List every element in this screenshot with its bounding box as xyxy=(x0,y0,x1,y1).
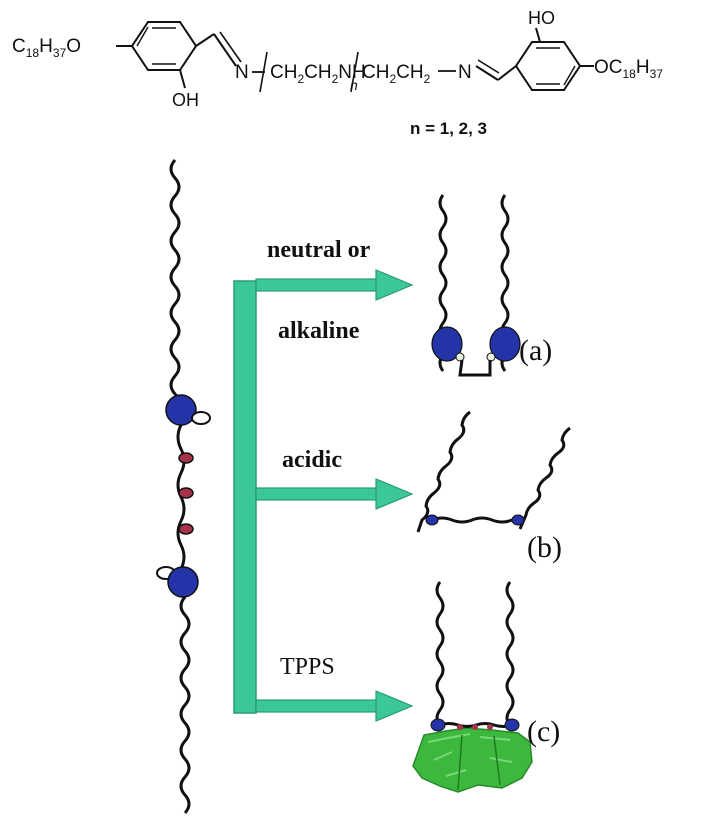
panel-a-headgroup-left xyxy=(431,326,463,362)
arrow-a-shaft xyxy=(255,278,379,292)
condition-arrows xyxy=(233,269,414,722)
condition-tpps-label: TPPS xyxy=(280,654,335,680)
panel-b-headgroup-left xyxy=(425,514,439,526)
arrow-c-head xyxy=(375,690,414,722)
repeat-count-note: n = 1, 2, 3 xyxy=(410,119,487,138)
imine-n-right: N xyxy=(458,62,472,83)
chemical-structure: C18H37O OH N CH2CH2NH n CH2CH2 N xyxy=(12,8,663,138)
arrow-b-shaft xyxy=(255,487,379,501)
panel-c-chain-left xyxy=(435,581,445,727)
panel-b-chain-left xyxy=(416,410,471,533)
panel-b-label: (b) xyxy=(527,531,562,564)
panel-b-structure xyxy=(416,410,571,533)
hydroxyl-loop-top xyxy=(191,411,211,425)
headgroup-bottom xyxy=(167,566,199,598)
right-hydroxyl-label: HO xyxy=(528,8,555,28)
panel-a-label: (a) xyxy=(519,334,552,367)
linker-dot-1 xyxy=(178,452,194,464)
linker-dot-3 xyxy=(178,523,194,535)
panel-b-headgroup-right xyxy=(511,514,525,526)
left-alkoxy-label: C18H37O xyxy=(12,36,81,60)
arrow-a-head xyxy=(375,269,414,301)
imine-n-left: N xyxy=(235,62,249,83)
left-benzene-ring xyxy=(130,21,198,71)
chain-end-text: CH2CH2 xyxy=(362,62,431,86)
panel-c-headgroup-left xyxy=(430,718,446,732)
condition-acidic-label: acidic xyxy=(282,447,342,473)
panel-b-linker xyxy=(431,516,520,524)
right-benzene-ring xyxy=(514,41,582,91)
left-hydroxyl-label: OH xyxy=(172,90,199,110)
panel-a-headgroup-right xyxy=(489,326,521,362)
repeat-unit-text: CH2CH2NH xyxy=(270,62,366,86)
headgroup-top xyxy=(165,394,197,426)
panel-c-chain-right xyxy=(505,581,515,727)
arrow-c-shaft xyxy=(255,699,379,713)
right-alkoxy-label: OC18H37 xyxy=(594,57,663,81)
panel-b-chain-right xyxy=(518,426,571,530)
panel-a-structure xyxy=(431,194,521,377)
panel-c-headgroup-right xyxy=(504,718,520,732)
condition-neutral-label: neutral or xyxy=(267,237,371,263)
left-alkyl-chain-top xyxy=(169,159,181,413)
arrow-stem xyxy=(233,280,257,714)
panel-c-label: (c) xyxy=(527,715,560,748)
extended-molecule xyxy=(156,159,211,814)
arrow-b-head xyxy=(375,478,414,510)
condition-alkaline-label: alkaline xyxy=(278,318,360,344)
panel-c-structure xyxy=(412,581,533,793)
linker-dot-2 xyxy=(178,487,194,499)
repeat-index: n xyxy=(350,77,358,93)
porphyrin-aggregate xyxy=(412,727,533,793)
left-alkyl-chain-bottom xyxy=(179,596,191,814)
panel-a-linker xyxy=(458,359,492,377)
